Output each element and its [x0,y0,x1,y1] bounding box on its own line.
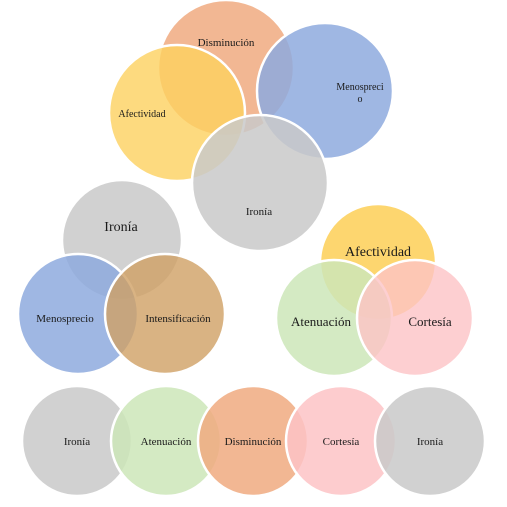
circle-right-cortesia [355,258,475,378]
label-bottom-ironia-1: Ironía [64,436,90,448]
left-venn-group [16,178,227,376]
label-bottom-cortesia: Cortesía [323,436,360,448]
label-left-menosprecio: Menosprecio [36,313,94,325]
label-right-afectividad: Afectividad [345,245,411,260]
right-venn-labels: Afectividad Atenuación Cortesía [291,245,452,329]
label-top-disminucion: Disminución [198,37,255,49]
top-venn-group [107,0,395,253]
circle-top-ironia [190,113,330,253]
label-bottom-atenuacion: Atenuación [141,436,192,448]
label-left-ironia: Ironía [104,220,138,235]
label-top-menosprecio-1: Menospreci [336,82,383,93]
top-venn-labels: Disminución Menospreci o Afectividad Iro… [118,37,383,218]
circle-left-intensificacion [103,252,227,376]
right-venn-group [274,202,475,378]
label-bottom-ironia-2: Ironía [417,436,443,448]
label-right-cortesia: Cortesía [408,314,452,329]
label-top-menosprecio-2: o [358,94,363,105]
label-left-intensificacion: Intensificación [145,313,211,325]
bottom-venn-labels: Ironía Atenuación Disminución Cortesía I… [64,436,443,448]
left-venn-labels: Ironía Menosprecio Intensificación [36,220,211,325]
label-right-atenuacion: Atenuación [291,314,351,329]
circle-bottom-ironia-2 [373,384,487,498]
bottom-venn-row [20,384,487,498]
label-bottom-disminucion: Disminución [225,436,282,448]
label-top-afectividad: Afectividad [118,109,165,120]
label-top-ironia: Ironía [246,206,272,218]
